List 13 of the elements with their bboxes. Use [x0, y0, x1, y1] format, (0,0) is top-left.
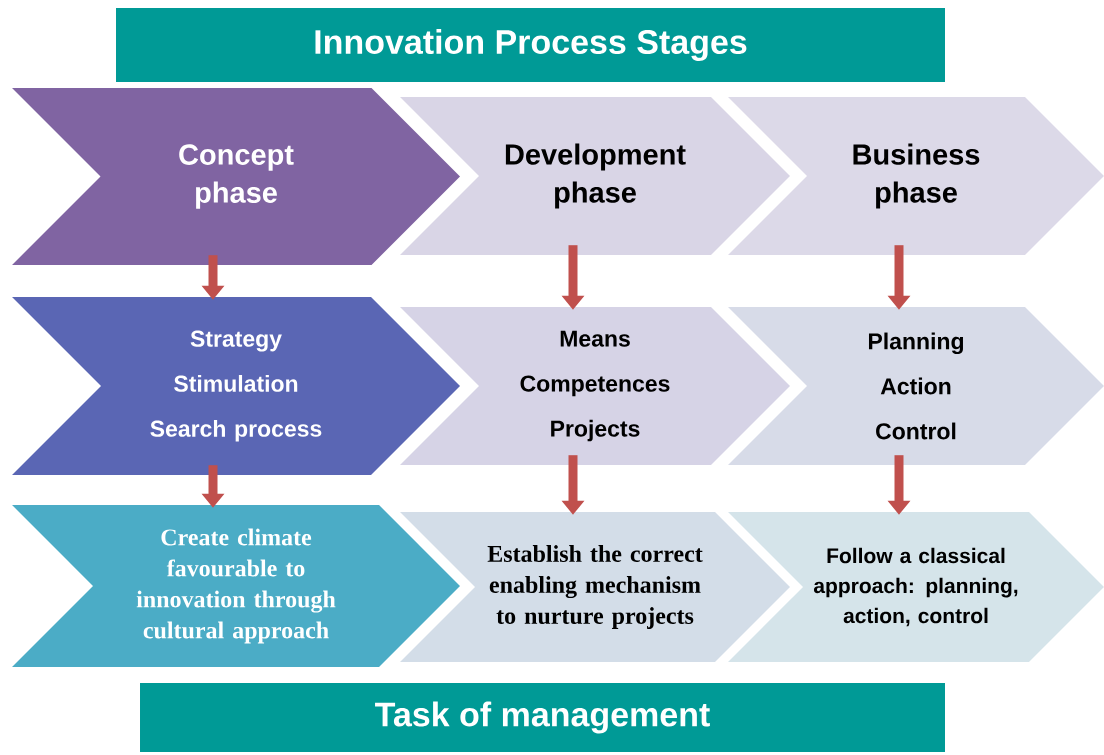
task-panel: Establish the correct enabling mechanism to nurture projects — [400, 512, 790, 662]
activity-panel: Planning Action Control — [728, 307, 1104, 465]
task-panel: Follow a classical approach: planning, action, control — [728, 512, 1104, 662]
activity-panel: Means Competences Projects — [400, 307, 790, 465]
node-label: Development phase — [505, 143, 686, 209]
caption-banner: Task of management — [140, 683, 945, 752]
phase-panel: Business phase — [728, 97, 1104, 255]
task-panel: Create climate favourable to innovation through cultural approach — [12, 505, 460, 667]
node-label: Business phase — [853, 143, 980, 209]
title-banner: Innovation Process Stages — [116, 8, 945, 82]
activity-panel: Strategy Stimulation Search process — [12, 297, 460, 475]
phase-panel: Concept phase — [12, 88, 460, 265]
phase-panel: Development phase — [400, 97, 790, 255]
